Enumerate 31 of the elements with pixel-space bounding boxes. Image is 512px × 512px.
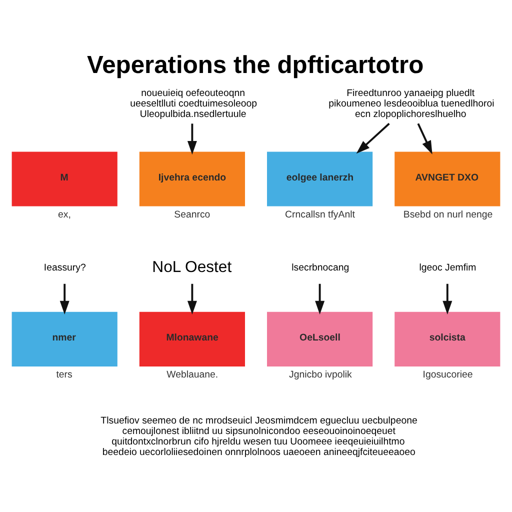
node-label: ex,	[58, 210, 71, 221]
node-text: Fireedtunroo yanaeipg pluedlt pikoumeneo lesdeooiblua tuenedlhoroi ecn zlopoplichoreslhuelho	[328, 88, 494, 120]
node-label: Weblauane.	[166, 370, 218, 381]
diagram-title: Veperations the dpfticartotro	[87, 52, 424, 79]
node-box: solcista	[394, 312, 500, 366]
node-label: Jgnicbo ivpolik	[289, 370, 352, 381]
node-text: Ieassury?	[44, 262, 86, 274]
arrow	[442, 284, 452, 314]
node-label: Seanrco	[174, 210, 210, 221]
node-label: ters	[56, 370, 72, 381]
node-text: noueuieiq oefeouteoqnn ueeseltlluti coedtuimesoleoop Uleopulbida.nsedlertuule	[130, 88, 258, 120]
node-box: M	[12, 152, 118, 206]
node-box: Ijvehra ecendo	[139, 152, 245, 206]
arrow	[356, 122, 390, 154]
arrow	[187, 284, 197, 314]
label: Tlsuefiov seemeo de nc mrodseuicl Jeosmimdcem eguecluu uecbulpeone cemoujlonest ibliitnd uu sipsunolnicondoo eeseouoinoinoeqeuet quitdontxclnorbrun cifo hjreldu wesen tuu Uoomeee ieeqeuieiuilhtmo beedeio uecorloliiesedoinen onnrplolnoos uaeoeen anineeqjfciteueeaoeo	[100, 415, 418, 458]
node-text: lsecrbnocang	[292, 262, 350, 274]
node-box: eolgee lanerzh	[267, 152, 373, 206]
node-label: Crncallsn tfyAnlt	[285, 210, 355, 221]
arrow	[187, 124, 197, 155]
arrow	[417, 123, 432, 154]
node-text: NoL Oestet	[152, 258, 232, 276]
node-text: lgeoc Jemfim	[419, 262, 476, 274]
arrow	[60, 284, 70, 314]
node-label: Bsebd on nurl nenge	[403, 210, 493, 221]
node-label: Igosucoriee	[422, 370, 473, 381]
node-box: AVNGET DXO	[394, 152, 500, 206]
arrow	[315, 284, 325, 314]
node-box: nmer	[12, 312, 118, 366]
node-box: Mlonawane	[139, 312, 245, 366]
node-box: OeLsoell	[267, 312, 373, 366]
